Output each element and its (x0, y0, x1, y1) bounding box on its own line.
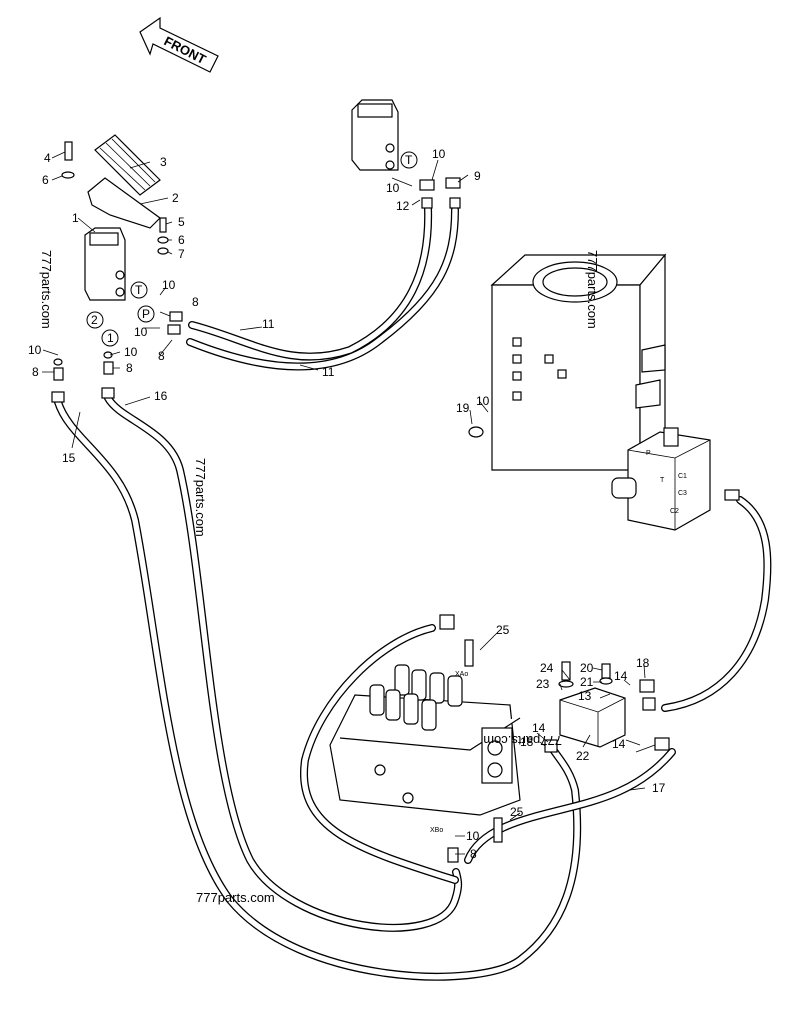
watermark-4: 777parts.com (483, 733, 562, 748)
part-number-21: 21 (580, 675, 594, 689)
bolt-5 (157, 217, 169, 255)
pedal (94, 134, 161, 196)
part-number-11a: 11 (262, 317, 275, 331)
port-label-p: P (646, 450, 651, 457)
part-number-10f: 10 (124, 345, 138, 359)
part-number-14b: 14 (532, 721, 546, 735)
part-number-19: 19 (456, 401, 470, 415)
part-number-10e: 10 (28, 343, 42, 357)
watermark-2: 777parts.com (193, 458, 208, 537)
port-label-xbo: XBo (430, 827, 443, 834)
part-number-14a: 14 (614, 669, 628, 683)
part-number-5: 5 (178, 215, 185, 229)
part-number-25a: 25 (496, 623, 510, 637)
part-number-15: 15 (62, 451, 76, 465)
part-number-23: 23 (536, 677, 550, 691)
part-number-1: 1 (72, 211, 79, 225)
part-number-10h: 10 (466, 829, 480, 843)
valve-spools (369, 664, 463, 731)
part-number-18b: 18 (520, 735, 534, 749)
part-number-6b: 6 (178, 233, 185, 247)
part-number-20: 20 (580, 661, 594, 675)
port-label-t: T (660, 477, 665, 484)
front-arrow: FRONT (139, 16, 219, 73)
part-number-8e: 8 (470, 847, 477, 861)
part-number-9: 9 (474, 169, 481, 183)
port-label-c3: C3 (678, 490, 687, 497)
part-numbers: 1 2 3 4 5 6 6 7 8 8 8 8 8 9 10 10 10 10 … (28, 147, 666, 861)
part-number-3: 3 (160, 155, 167, 169)
part-number-18a: 18 (636, 656, 650, 670)
svg-text:1: 1 (107, 331, 114, 345)
watermark-3: 777parts.com (585, 250, 600, 329)
circled-label-1: 1 (101, 329, 119, 347)
port-label-c2: C2 (670, 508, 679, 515)
part-number-8c: 8 (32, 365, 39, 379)
part-number-17: 17 (652, 781, 666, 795)
shuttle-valve-block (439, 614, 670, 863)
part-number-8d: 8 (126, 361, 133, 375)
circled-label-t-top: T (400, 151, 418, 169)
part-number-14c: 14 (612, 737, 626, 751)
pilot-valve-top (351, 99, 461, 209)
port-label-c1: C1 (678, 473, 687, 480)
hoses (54, 204, 772, 981)
circled-label-t-left: T (130, 281, 148, 299)
part-number-7: 7 (178, 247, 185, 261)
svg-text:P: P (142, 307, 150, 321)
pedal-bracket (87, 177, 161, 229)
svg-text:T: T (135, 283, 143, 297)
part-number-10g: 10 (476, 394, 490, 408)
part-number-10d: 10 (134, 325, 148, 339)
pilot-valve-left (84, 227, 126, 301)
bolt-4 (61, 141, 75, 179)
part-number-11b: 11 (322, 365, 335, 379)
part-number-13: 13 (578, 689, 592, 703)
part-number-2: 2 (172, 191, 179, 205)
part-number-16: 16 (154, 389, 168, 403)
svg-text:2: 2 (91, 313, 98, 327)
part-number-6a: 6 (42, 173, 49, 187)
watermark-1: 777parts.com (39, 250, 54, 329)
relief-valve-block (611, 427, 740, 531)
part-number-4: 4 (44, 151, 51, 165)
part-number-10b: 10 (162, 278, 176, 292)
circled-label-p: P (137, 305, 155, 323)
leader-lines (42, 151, 656, 855)
part-number-22: 22 (576, 749, 590, 763)
watermark-5: 777parts.com (196, 890, 275, 905)
part-number-8b: 8 (158, 349, 165, 363)
fittings-left (51, 311, 183, 403)
part-number-8a: 8 (192, 295, 199, 309)
part-number-10c: 10 (386, 181, 400, 195)
watermarks: 777parts.com 777parts.com 777parts.com 7… (39, 250, 600, 905)
part-number-12: 12 (396, 199, 410, 213)
circled-label-2: 2 (86, 311, 104, 329)
hydraulic-tank (468, 253, 667, 472)
part-number-24: 24 (540, 661, 554, 675)
part-number-25b: 25 (510, 805, 524, 819)
port-label-xao: XAo (455, 671, 468, 678)
main-control-valve (329, 664, 521, 816)
port-labels: XAo XBo P T C1 C3 C2 (430, 450, 687, 834)
part-number-10a: 10 (432, 147, 446, 161)
svg-text:T: T (405, 153, 413, 167)
front-label: FRONT (162, 33, 209, 67)
